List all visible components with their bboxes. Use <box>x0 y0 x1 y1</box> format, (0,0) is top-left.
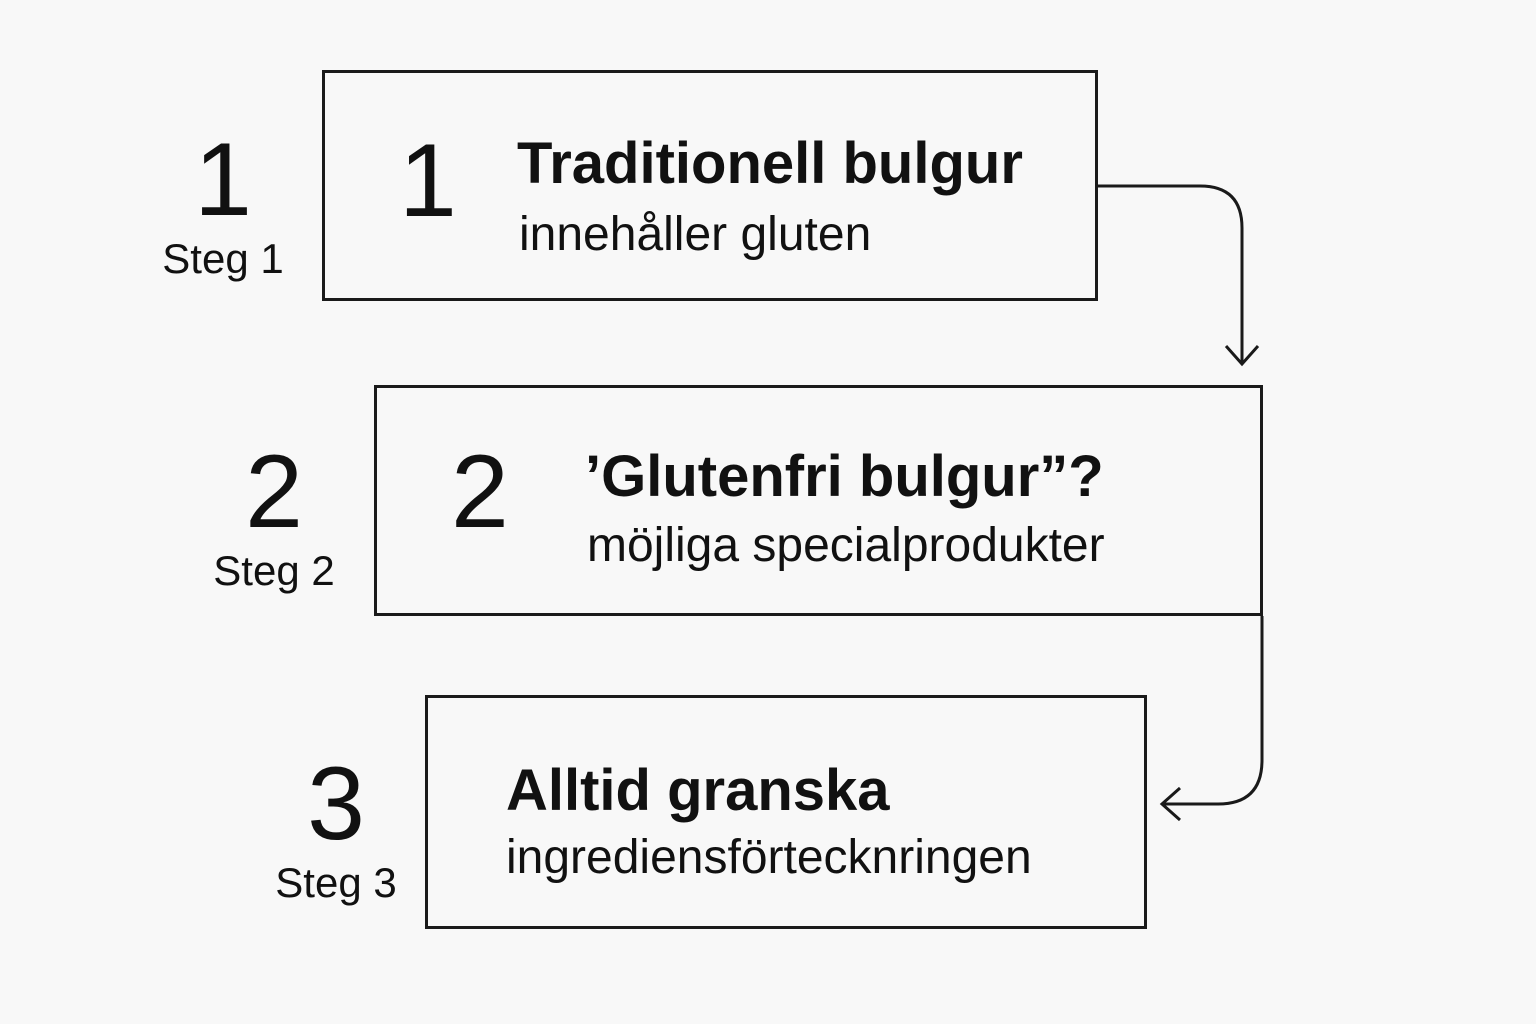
step-2-side-label: 2 Steg 2 <box>194 440 354 592</box>
step-2-box: 2 ’Glutenfri bulgur”? möjliga specialpro… <box>374 385 1263 616</box>
step-2-side-number: 2 <box>245 434 303 550</box>
step-1-side-caption: Steg 1 <box>162 235 284 282</box>
step-2-title: ’Glutenfri bulgur”? <box>585 444 1104 509</box>
arrowhead-step1-to-step2 <box>1224 345 1260 367</box>
step-1-side-label: 1 Steg 1 <box>143 128 303 280</box>
step-3-side-number: 3 <box>307 746 365 862</box>
step-3-box: Alltid granska ingrediensförtecknringen <box>425 695 1147 929</box>
step-3-side-caption: Steg 3 <box>275 859 397 906</box>
step-2-box-number: 2 <box>451 434 509 550</box>
step-3-side-label: 3 Steg 3 <box>256 752 416 904</box>
step-1-box-number: 1 <box>399 123 457 239</box>
step-2-side-caption: Steg 2 <box>213 547 335 594</box>
step-1-side-number: 1 <box>194 122 252 238</box>
step-1-box: 1 Traditionell bulgur innehåller gluten <box>322 70 1098 301</box>
connector-step2-to-step3 <box>1164 616 1264 806</box>
step-1-subtitle: innehåller gluten <box>519 208 872 261</box>
step-3-subtitle: ingrediensförtecknringen <box>506 831 1032 884</box>
step-1-title: Traditionell bulgur <box>517 131 1023 196</box>
connector-step1-to-step2 <box>1098 184 1244 362</box>
arrowhead-step2-to-step3 <box>1159 786 1181 822</box>
step-3-title: Alltid granska <box>506 758 890 823</box>
step-2-subtitle: möjliga specialprodukter <box>587 519 1105 572</box>
